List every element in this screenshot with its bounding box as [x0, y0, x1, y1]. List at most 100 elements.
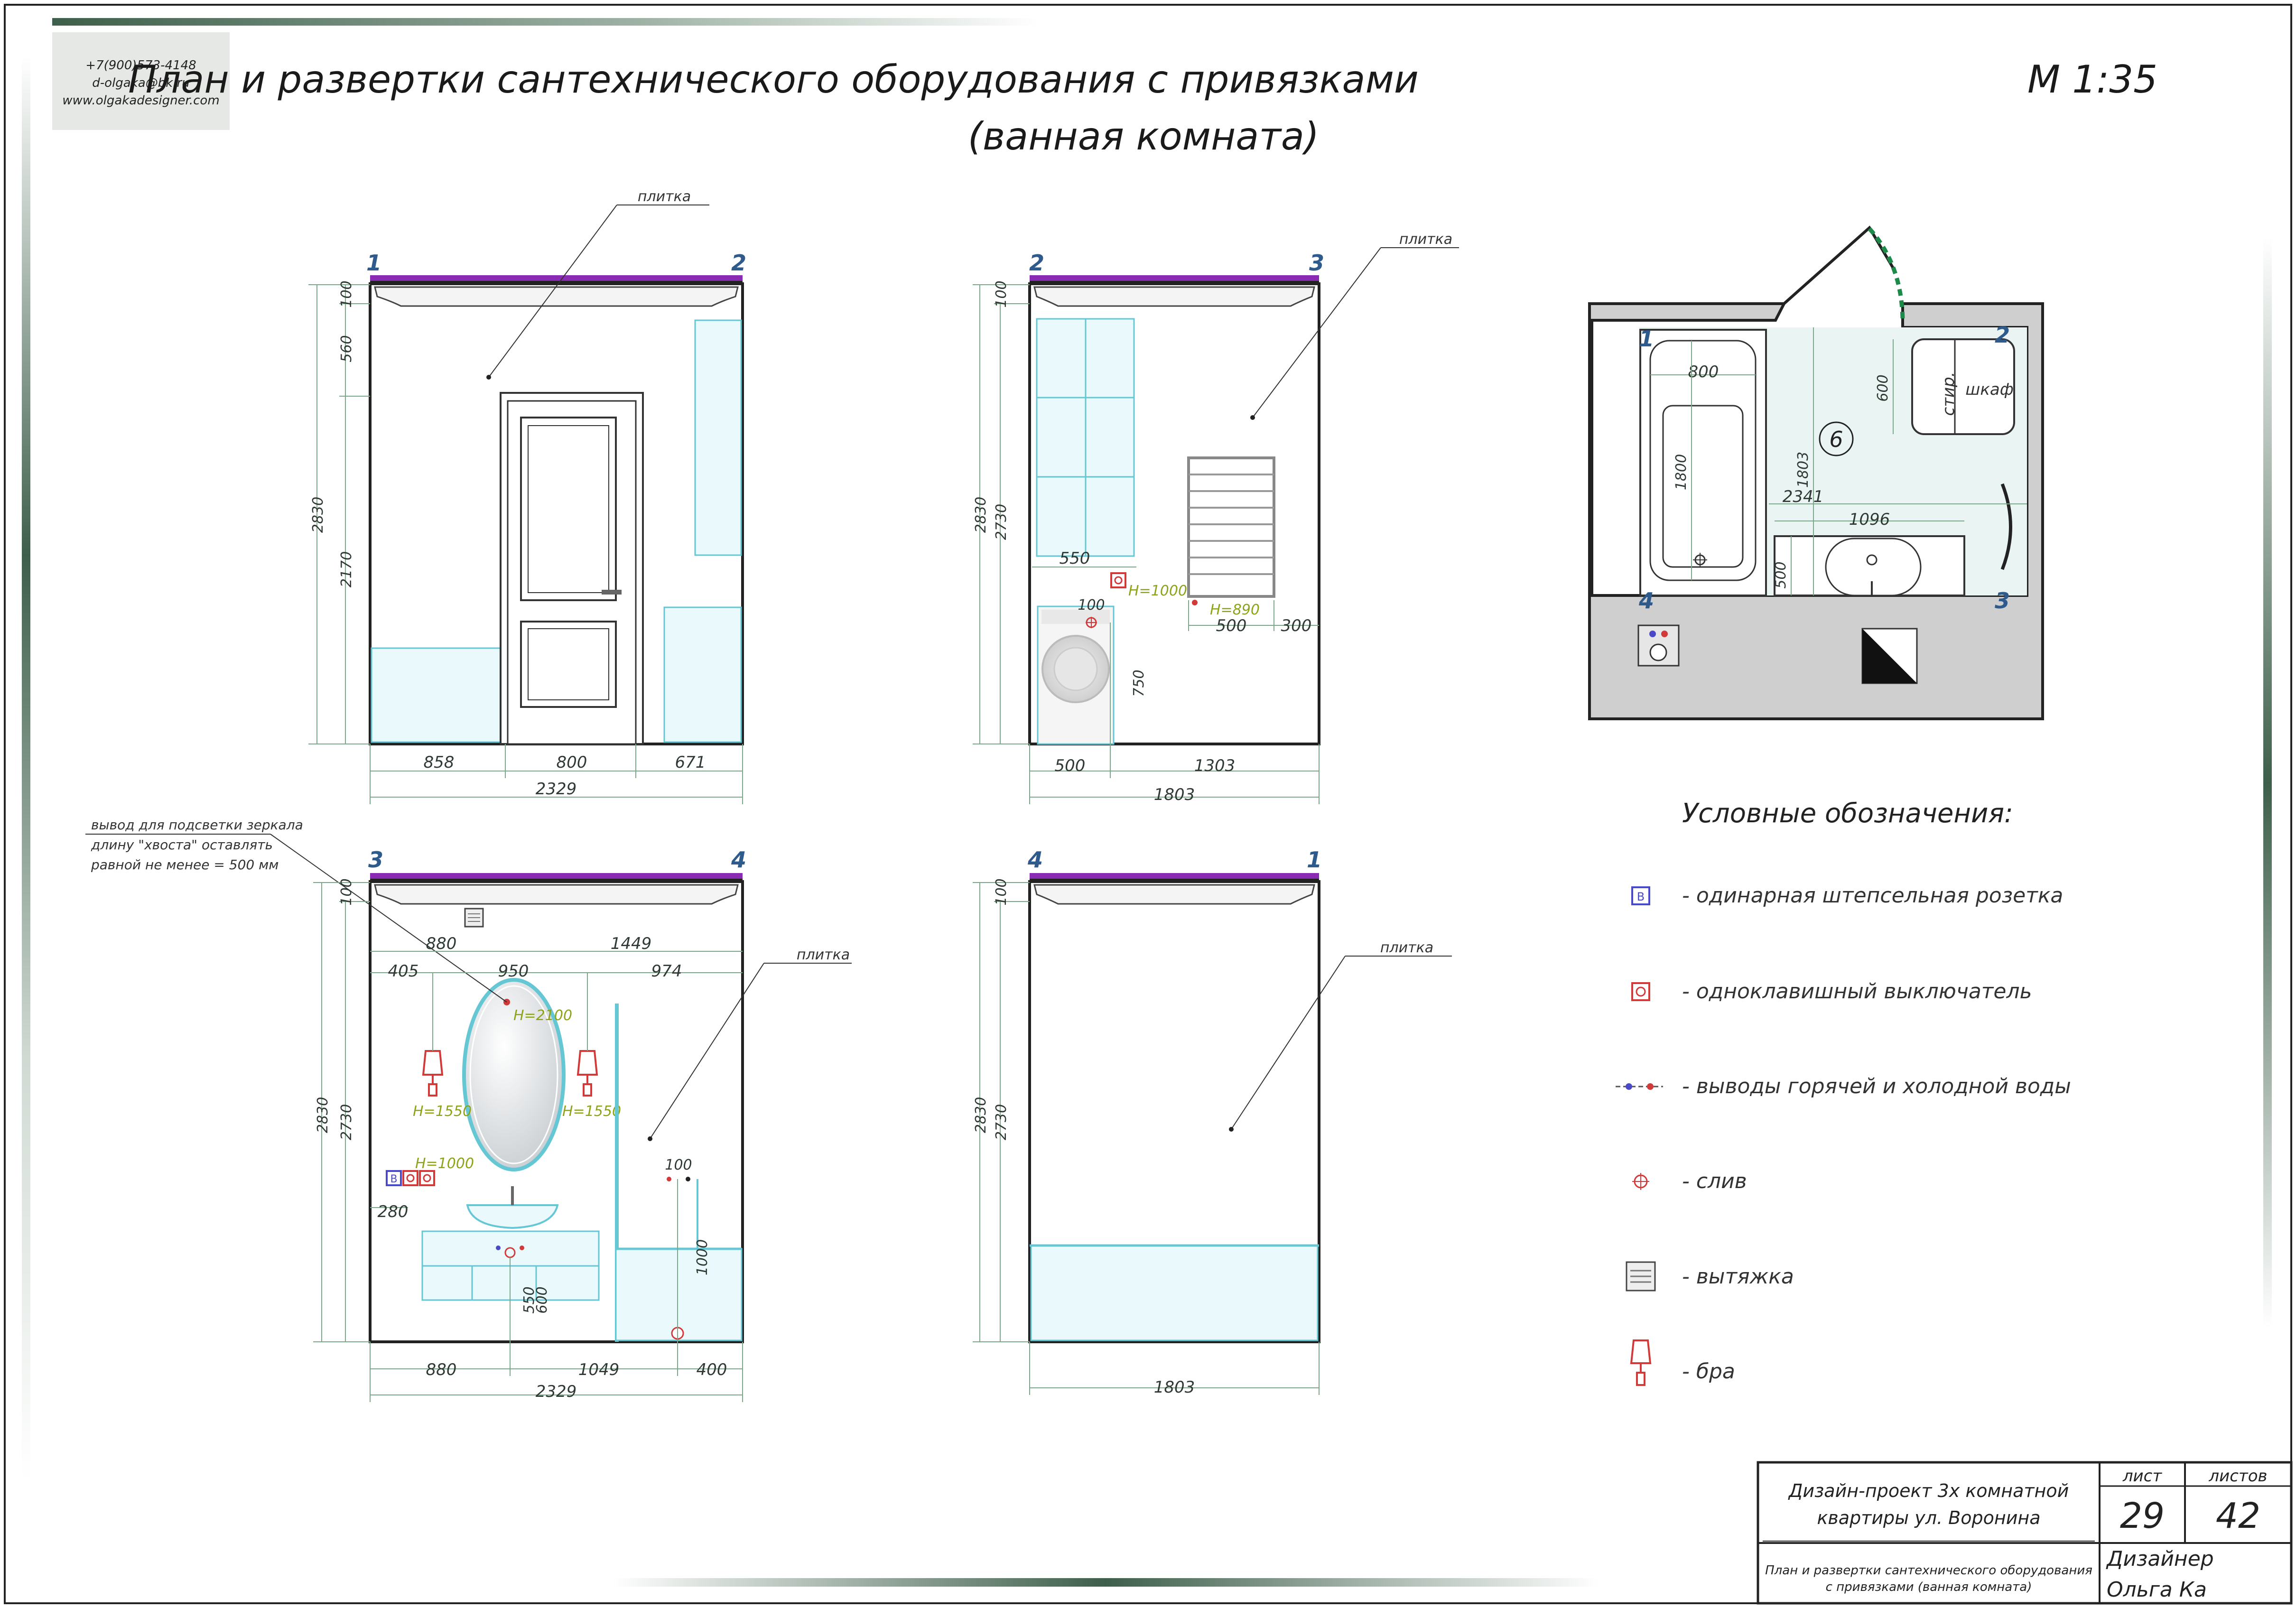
- mirror: [462, 978, 566, 1171]
- corner-number: 2: [1029, 250, 1044, 276]
- bathtub: [1639, 329, 1767, 596]
- stamp-sheet-label: лист: [2122, 1467, 2163, 1486]
- stamp-project-line-2: квартиры ул. Воронина: [1817, 1507, 2040, 1528]
- dim-height-top: 100: [993, 878, 1010, 905]
- door-leaf: [1783, 225, 1895, 305]
- height-label-switch: H=1000: [1128, 583, 1187, 599]
- corner-number: 4: [731, 847, 746, 873]
- wall-cabinet: [1036, 318, 1135, 557]
- glass-partition: [615, 1004, 619, 1342]
- plan-shaft: [1861, 628, 1918, 684]
- vanity-plan: [1774, 535, 1965, 596]
- dim-1000: 1000: [694, 1239, 711, 1275]
- title-scale: М 1:35: [2027, 57, 2157, 102]
- bath-tile-panel: [371, 647, 502, 743]
- title-line-2: (ванная комната): [968, 114, 1319, 158]
- washer-and-cabinet: стир. шкаф: [1911, 338, 2015, 435]
- dim-880-top: 880: [426, 934, 457, 953]
- corner-number: 1: [366, 250, 381, 276]
- height-label-socket: H=1000: [415, 1155, 474, 1172]
- dim-width-total: 1803: [1154, 785, 1195, 804]
- svg-text:B: B: [390, 1173, 397, 1185]
- bath-side-panel: [1030, 1245, 1319, 1341]
- dim-height-low: 2170: [338, 551, 355, 587]
- title-block: Дизайн-проект 3х комнатной квартиры ул. …: [1757, 1461, 2293, 1605]
- elevation-4-1: плитка 4 1 2830 2730 100 1803: [973, 847, 1452, 1397]
- height-label-sconce-left: H=1550: [413, 1103, 472, 1120]
- dim-rail-width: 500: [1216, 616, 1247, 635]
- shower-tray: [615, 1248, 743, 1341]
- dim-height-top: 100: [338, 878, 355, 905]
- towel-rail: [1187, 456, 1275, 605]
- dim-width-b: 800: [557, 753, 587, 772]
- dim-width-a: 858: [424, 753, 455, 772]
- dim-width-c: 671: [675, 753, 706, 772]
- dim-height-inner: 2730: [993, 1104, 1010, 1140]
- label-washer: стир.: [1939, 372, 1958, 416]
- right-gradient-bar: [2263, 237, 2272, 1329]
- plan-corner: 4: [1638, 588, 1654, 613]
- corner-number: 4: [1027, 847, 1043, 873]
- note-line-1: вывод для подсветки зеркала: [91, 817, 303, 833]
- washing-machine: [1037, 605, 1115, 745]
- stamp-sheets-label: листов: [2208, 1467, 2267, 1486]
- room-number: 6: [1829, 427, 1843, 452]
- corner-number: 3: [368, 847, 383, 873]
- bottom-gradient-bar: [612, 1578, 1599, 1587]
- door: [500, 392, 644, 745]
- dim-405: 405: [388, 962, 419, 981]
- corner-number: 3: [1309, 250, 1324, 276]
- stamp-sheet-number: 29: [2120, 1496, 2165, 1536]
- switch-icon: [1631, 982, 1650, 1001]
- legend-item-water: - выводы горячей и холодной воды: [1682, 1074, 2071, 1098]
- legend: Условные обозначения: B - одинарная штеп…: [1616, 798, 2071, 1386]
- corner-number: 2: [731, 250, 746, 276]
- ceiling-strip: [370, 873, 743, 879]
- dim-height-total: 2830: [973, 497, 989, 533]
- dim-height-total: 2830: [315, 1097, 331, 1133]
- stamp-desc-line-2: с привязками (ванная комната): [1826, 1580, 2032, 1594]
- tile-label-2: плитка: [1399, 231, 1452, 248]
- sheet-frame: [4, 4, 2292, 1604]
- plan-dim-bath-width: 800: [1688, 362, 1719, 381]
- height-label-rail: H=890: [1210, 602, 1260, 618]
- stamp-desc-line-1: План и развертки сантехнического оборудо…: [1765, 1563, 2092, 1578]
- dim-600: 600: [534, 1286, 550, 1313]
- switch-icon: [1110, 572, 1126, 588]
- plan-dim-room-height: 1803: [1795, 452, 1812, 488]
- plan-corner: 2: [1995, 322, 2010, 348]
- plan-corner: 1: [1639, 326, 1654, 352]
- contact-email: d-olgaka@bk.ru: [92, 76, 189, 90]
- dim-height-top: 100: [338, 280, 355, 307]
- exhaust-vent-icon: [464, 908, 484, 928]
- plan-socket-block: [1637, 624, 1680, 667]
- corner-number: 1: [1307, 847, 1322, 873]
- dim-wm-width: 500: [1055, 756, 1086, 775]
- dim-1049: 1049: [578, 1360, 620, 1379]
- socket-icon: B: [1631, 886, 1650, 905]
- dim-height-mid: 560: [338, 335, 355, 362]
- sconce-right: [576, 1050, 598, 1097]
- dim-280: 280: [378, 1202, 409, 1221]
- dim-100: 100: [665, 1157, 692, 1173]
- dim-400: 400: [697, 1360, 727, 1379]
- contacts-badge: +7(900)573-4148 d-olgaka@bk.ru www.olgak…: [52, 32, 230, 130]
- dim-height-inner: 2730: [338, 1104, 355, 1140]
- dim-rail-right: 300: [1281, 616, 1312, 635]
- socket-block: B: [386, 1170, 435, 1186]
- tile-panel-high: [694, 319, 742, 556]
- plan-dim-room-width: 2341: [1783, 487, 1824, 506]
- stamp-designer-label: Дизайнер: [2106, 1547, 2214, 1571]
- sconce-left: [422, 1050, 444, 1097]
- dim-height-total: 2830: [310, 497, 326, 533]
- wall-outline: [369, 880, 744, 1343]
- contact-phone: +7(900)573-4148: [85, 58, 196, 73]
- legend-item-exhaust: - вытяжка: [1682, 1264, 1794, 1289]
- plan-dim-600: 600: [1875, 374, 1891, 401]
- stamp-project-line-1: Дизайн-проект 3х комнатной: [1788, 1480, 2069, 1501]
- dim-small: 100: [1078, 597, 1105, 613]
- legend-item-drain: - слив: [1682, 1169, 1747, 1193]
- dim-550: 550: [521, 1286, 538, 1313]
- dim-width-total: 2329: [536, 1382, 577, 1401]
